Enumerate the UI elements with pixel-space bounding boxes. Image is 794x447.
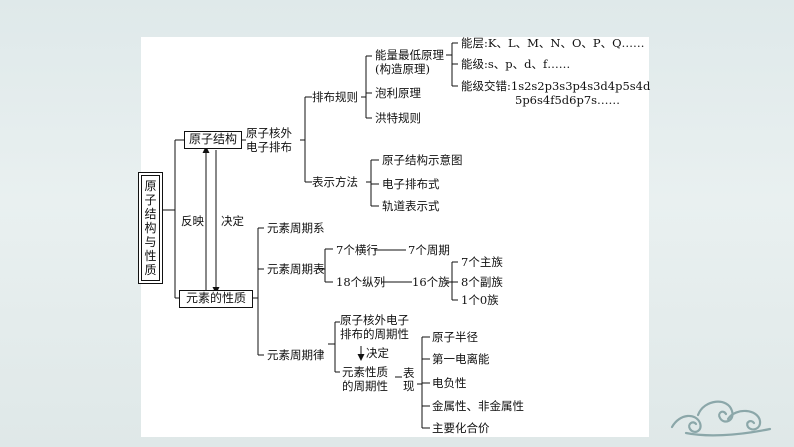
min-energy-line1: 能量最低原理 [375, 48, 444, 62]
hund-node: 洪特规则 [375, 111, 421, 125]
periods7-node: 7个周期 [408, 243, 450, 257]
radius-node: 原子半径 [432, 330, 478, 344]
stagger-line1: 能级交错:1s2s2p3s3p4s3d4p5s4d [461, 79, 651, 93]
cloud-swirl-ornament [670, 400, 772, 437]
metallic-node: 金属性、非金属性 [432, 399, 524, 413]
econfig-node: 电子排布式 [382, 177, 440, 191]
config-line1: 原子核外 [246, 126, 292, 140]
diagram-node: 原子结构示意图 [382, 153, 463, 167]
groups16-node: 16个族 [412, 275, 450, 289]
periodicity-line1: 原子核外电子 [340, 313, 409, 327]
methods-node: 表示方法 [312, 175, 358, 189]
diagram-card [141, 37, 649, 437]
orbital-node: 轨道表示式 [382, 199, 440, 213]
structure-label: 原子结构 [188, 132, 237, 146]
ionization-node: 第一电离能 [432, 352, 490, 366]
electroneg-node: 电负性 [432, 376, 467, 390]
stagger-node: 能级交错:1s2s2p3s3p4s3d4p5s4d 5p6s4f5d6p7s…… [461, 79, 650, 107]
config-node: 原子核外 电子排布 [246, 126, 292, 154]
rules-node: 排布规则 [312, 90, 358, 104]
valence-node: 主要化合价 [432, 421, 490, 435]
determine-label: 决定 [221, 214, 244, 228]
min-energy-line2: (构造原理) [375, 62, 430, 76]
structure-node: 原子结构 [184, 131, 242, 149]
rows7-node: 7个横行 [336, 243, 378, 257]
prop-period-node: 元素性质 的周期性 [342, 365, 388, 393]
stagger-line2: 5p6s4f5d6p7s…… [515, 93, 621, 107]
zero1-node: 1个0族 [461, 293, 499, 307]
table-node: 元素周期表 [267, 262, 325, 276]
level-node: 能级:s、p、d、f…… [461, 57, 571, 71]
properties-label: 元素的性质 [185, 291, 246, 305]
periodicity-node: 原子核外电子 排布的周期性 [340, 313, 409, 341]
periodicity-line2: 排布的周期性 [340, 327, 409, 341]
root-node: 原子结构与性质 [141, 175, 160, 281]
pauli-node: 泡利原理 [375, 86, 421, 100]
prop-period-line2: 的周期性 [342, 379, 388, 393]
properties-node: 元素的性质 [179, 290, 253, 308]
layer-node: 能层:K、L、M、N、O、P、Q…… [461, 36, 645, 50]
sub8-node: 8个副族 [461, 275, 503, 289]
root-label: 原子结构与性质 [144, 179, 157, 277]
express-label: 表 现 [403, 367, 415, 393]
reflect-label: 反映 [181, 214, 204, 228]
law-node: 元素周期律 [267, 348, 325, 362]
decides-label: 决定 [366, 346, 389, 360]
main7-node: 7个主族 [461, 255, 503, 269]
prop-period-line1: 元素性质 [342, 365, 388, 379]
min-energy-node: 能量最低原理 (构造原理) [375, 48, 444, 76]
express-line2: 现 [403, 379, 415, 393]
system-node: 元素周期系 [267, 221, 325, 235]
config-line2: 电子排布 [246, 140, 292, 154]
cols18-node: 18个纵列 [336, 275, 386, 289]
express-line1: 表 [403, 366, 415, 380]
